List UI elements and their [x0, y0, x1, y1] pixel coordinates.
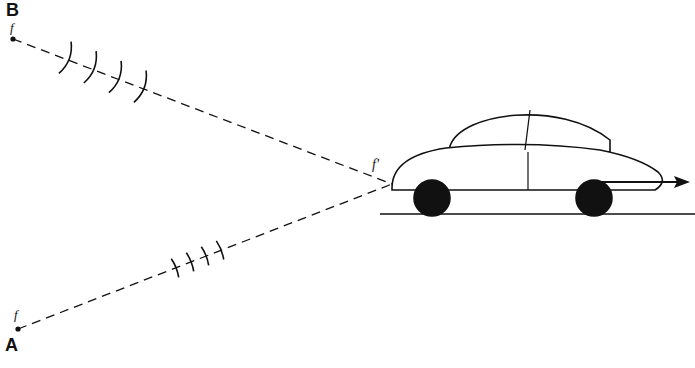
frequency-label: f: [10, 21, 14, 34]
velocity-arrow: [598, 176, 690, 188]
wavefronts: [59, 42, 147, 103]
frequency-label: f: [14, 308, 18, 321]
point-name: B: [6, 1, 19, 19]
dashed-ray: [13, 39, 392, 184]
frequency-label: f': [372, 158, 379, 172]
car: [392, 110, 662, 216]
dashed-ray: [18, 184, 392, 329]
point-name: A: [5, 336, 18, 354]
wavefronts: [171, 241, 223, 277]
